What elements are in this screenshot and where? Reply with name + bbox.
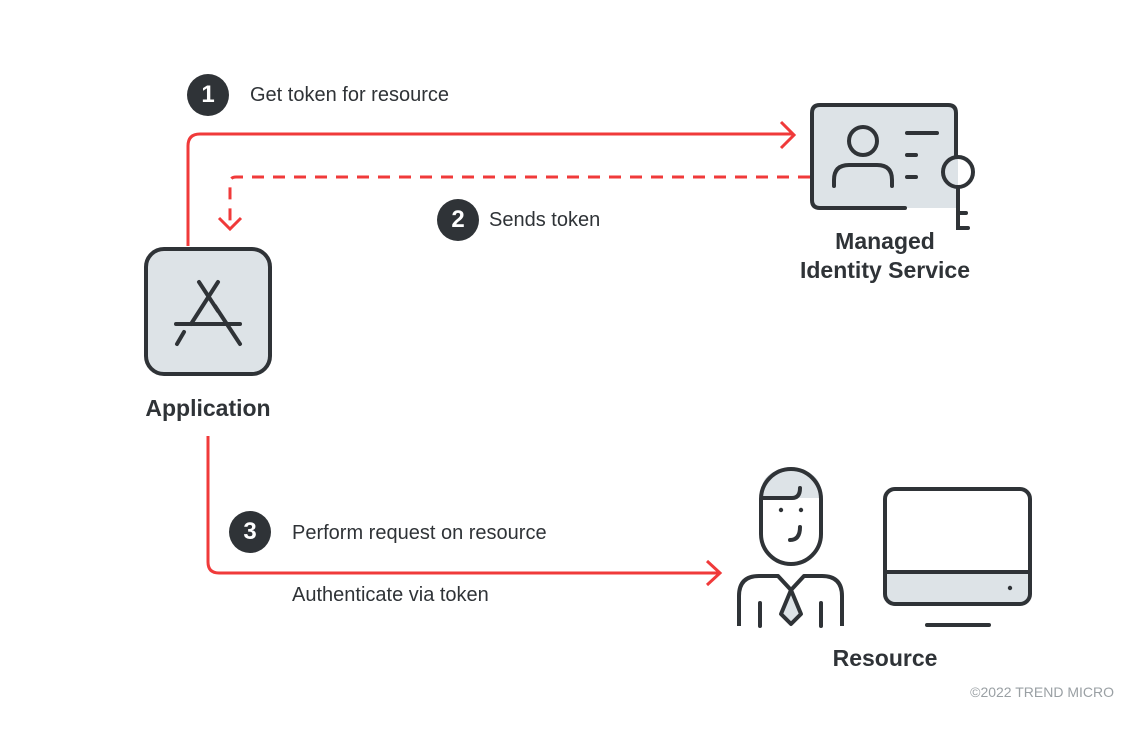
app-store-icon — [144, 247, 272, 376]
copyright: ©2022 TREND MICRO — [970, 684, 1114, 700]
step-3-badge: 3 — [229, 511, 271, 553]
person-icon — [737, 467, 844, 628]
identity-service-label-line2: Identity Service — [799, 257, 971, 283]
arrow-sends-token — [228, 175, 810, 225]
arrow-perform-request-head — [705, 559, 723, 587]
identity-service-label-line1: Managed — [835, 228, 935, 254]
step-2-label: Sends token — [489, 209, 601, 231]
step-3-label: Perform request on resource — [292, 522, 547, 544]
application-label: Application — [145, 395, 271, 421]
arrow-sends-token-head — [217, 216, 243, 232]
step-3-sublabel: Authenticate via token — [292, 584, 489, 606]
step-1-label: Get token for resource — [250, 84, 449, 106]
resource-label: Resource — [832, 645, 938, 671]
computer-icon — [883, 487, 1032, 627]
step-1-badge: 1 — [187, 74, 229, 116]
identity-service-label: Managed Identity Service — [770, 227, 1000, 285]
step-2-badge: 2 — [437, 199, 479, 241]
arrow-get-token-head — [779, 120, 797, 150]
arrow-get-token — [186, 132, 792, 246]
id-card-key-icon — [810, 103, 975, 230]
arrow-perform-request — [206, 436, 718, 575]
